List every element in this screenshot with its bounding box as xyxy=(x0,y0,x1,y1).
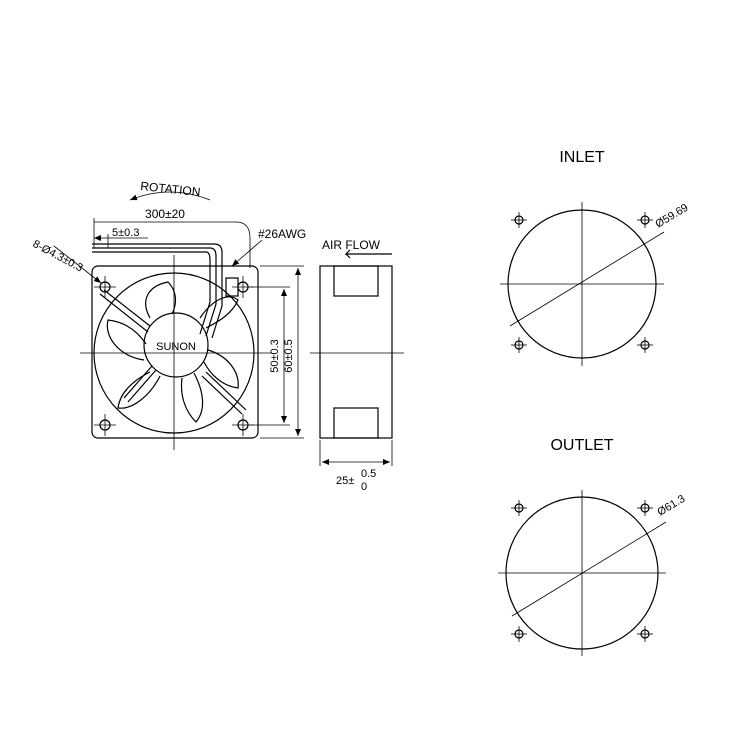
rotation-arrow xyxy=(129,191,211,201)
cable-length-label: 300±20 xyxy=(145,207,185,221)
mounting-hole-top-left xyxy=(94,276,116,298)
air-flow-arrow xyxy=(344,249,392,259)
mount-holes-label: 8-Ø4.3±0.3 xyxy=(31,238,85,274)
inlet-view: INLET Ø59.69 xyxy=(500,149,690,366)
rotation-label: ROTATION xyxy=(140,179,201,199)
outlet-title: OUTLET xyxy=(550,437,613,454)
fan-hub xyxy=(143,312,209,378)
side-body xyxy=(319,265,393,439)
side-view: AIR FLOW 25± 0.5 0 xyxy=(310,238,404,493)
fan-spokes xyxy=(99,289,247,415)
wire-gauge-label: #26AWG xyxy=(258,227,306,241)
strip-length-label: 5±0.3 xyxy=(112,227,139,239)
air-flow-label: AIR FLOW xyxy=(322,238,381,252)
fan-frame xyxy=(91,265,259,439)
fan-shroud xyxy=(93,272,255,434)
lead-wires xyxy=(92,243,239,339)
front-view: ROTATION 300±20 5±0.3 #26AWG 8-Ø4.3±0.3 … xyxy=(31,179,306,450)
inlet-title: INLET xyxy=(559,149,605,166)
inlet-diameter-label: Ø59.69 xyxy=(653,202,690,231)
brand-label: SUNON xyxy=(156,341,196,353)
depth-tol-lower: 0 xyxy=(361,481,367,493)
outlet-diameter-label: Ø61.3 xyxy=(655,493,687,519)
hole-pitch-label: 50±0.3 xyxy=(269,339,281,373)
frame-size-label: 60±0.5 xyxy=(283,339,295,373)
outlet-view: OUTLET Ø61.3 xyxy=(498,437,687,656)
mounting-hole-bottom-left xyxy=(94,414,116,436)
depth-tol-upper: 0.5 xyxy=(361,468,376,480)
depth-base-label: 25± xyxy=(336,475,354,487)
